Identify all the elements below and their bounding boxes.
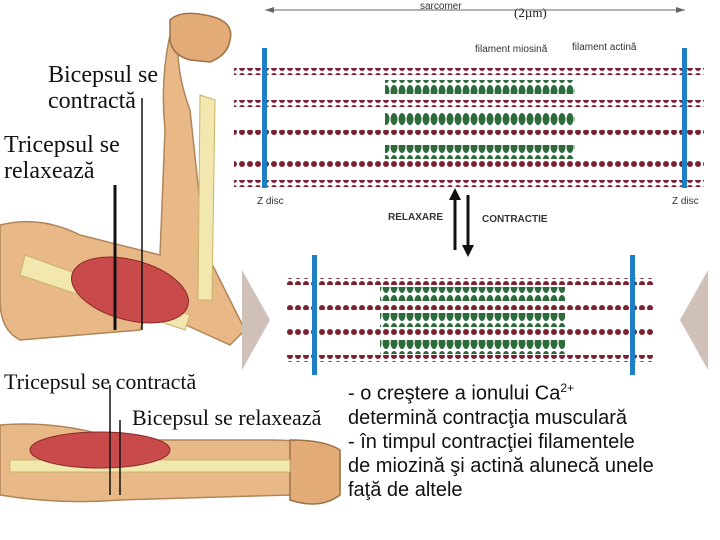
label-contraction: CONTRACTIE [482,214,548,225]
z-disc-right-relaxed [682,48,687,188]
relaxed-sarcomere [234,48,704,188]
explanation-text: - o creştere a ionului Ca2+ determină co… [348,376,718,502]
flexed-arm [0,12,246,346]
label-myosin-filament: filament miosină [475,44,548,55]
extended-arm [0,385,341,505]
text-line-4: de miozină şi actină alunecă unele [348,454,654,477]
label-sarcomer: sarcomer [420,1,462,12]
label-z-disc-right: Z disc [672,196,699,207]
text-line-1: - o creştere a ionului Ca2+ [348,381,575,405]
sarcomere-length-bracket [265,7,685,13]
z-disc-left-contracted [312,255,317,375]
label-triceps-contracts: Tricepsul se contractă [4,369,197,394]
label-z-disc-left: Z disc [257,196,284,207]
arm-illustrations [0,12,341,505]
label-relaxation: RELAXARE [388,212,444,223]
compression-arrow-left [242,270,270,370]
label-triceps-relaxes: Tricepsul se relaxează [4,132,120,185]
compression-arrow-right [680,270,708,370]
text-line-2: determină contracţia musculară [348,406,628,429]
biceps-contracted [71,256,189,324]
contracted-sarcomere [285,255,655,375]
label-biceps-relaxes: Bicepsul se relaxează [132,405,322,430]
text-line-3: - în timpul contracţiei filamentele [348,430,635,453]
label-biceps-contracts: Bicepsul se contractă [48,62,158,115]
label-length: (2µm) [514,5,547,20]
biceps-relaxed [29,431,171,469]
sarcomere-diagram [234,7,708,375]
z-disc-left-relaxed [262,48,267,188]
z-disc-right-contracted [630,255,635,375]
transition-arrows [449,188,474,257]
label-actin-filament: filament actină [572,42,637,53]
text-line-5: faţă de altele [348,478,463,501]
